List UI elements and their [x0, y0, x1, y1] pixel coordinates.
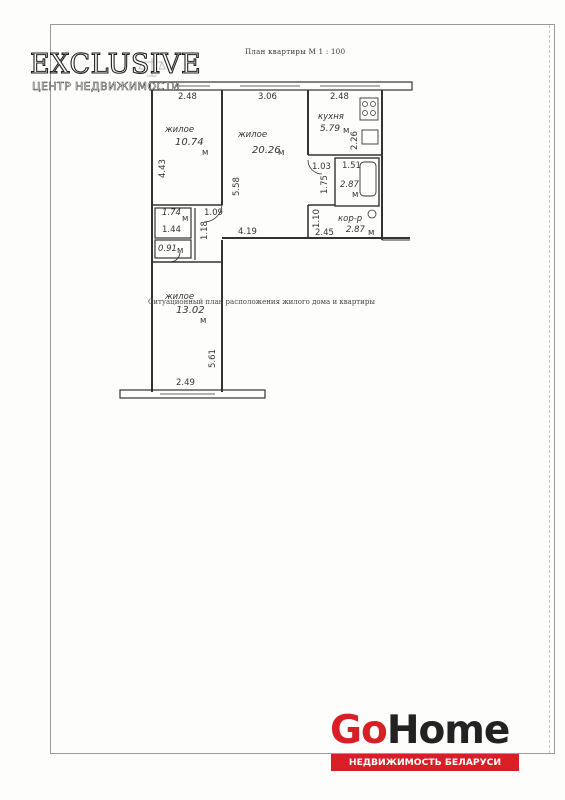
room-unit-living-bottom: м: [200, 316, 207, 326]
room-name-living-left: жилое: [165, 125, 195, 135]
gohome-subtitle: НЕДВИЖИМОСТЬ БЕЛАРУСИ: [331, 754, 519, 771]
wall-bottom-exterior: [119, 389, 266, 399]
situation-plan-caption: Ситуационный план расположения жилого до…: [148, 298, 375, 306]
room-area-corridor: 2.87: [346, 225, 365, 235]
room-unit-small-2: м: [177, 246, 184, 256]
room-unit-small-1: м: [182, 214, 189, 224]
room-area-kitchen: 5.79: [320, 124, 341, 134]
dim-5-61: 5.61: [208, 349, 218, 368]
dim-2-48-right: 2.48: [330, 92, 349, 102]
room-area-small-1: 1.74: [162, 208, 181, 218]
brand-tagline: ЦЕНТР НЕДВИЖИМОСТИ: [32, 80, 181, 94]
room-unit-kitchen: м: [343, 126, 350, 136]
room-area-small-2: 0.91: [158, 244, 177, 254]
dim-1-75: 1.75: [320, 175, 330, 194]
bathtub: [359, 161, 377, 197]
gohome-home: Home: [386, 708, 511, 753]
bath-room: [334, 157, 380, 207]
dim-1-44: 1.44: [162, 225, 181, 235]
dim-1-03: 1.03: [312, 162, 331, 172]
scales-icon: [138, 58, 166, 77]
room-name-corridor: кор-р: [338, 214, 363, 224]
dim-4-43: 4.43: [158, 159, 168, 178]
burner-3: [362, 110, 368, 116]
dim-3-06: 3.06: [258, 92, 277, 102]
burner-1: [362, 101, 368, 107]
dim-2-49: 2.49: [176, 378, 195, 388]
door-swing-2: [307, 159, 323, 175]
dim-2-26: 2.26: [350, 131, 360, 150]
gohome-wordmark: GoHome: [330, 708, 511, 754]
dim-2-48-left: 2.48: [178, 92, 197, 102]
document-frame: [50, 24, 555, 754]
burner-2: [370, 101, 376, 107]
room-unit-living-main: м: [278, 148, 285, 158]
dim-1-10: 1.10: [312, 209, 322, 228]
room-area-living-main: 20.26: [252, 145, 281, 156]
dim-2-45: 2.45: [315, 228, 334, 238]
toilet: [367, 209, 377, 219]
gohome-go: Go: [330, 708, 388, 753]
storage-2: [154, 239, 192, 259]
room-unit-bath: м: [352, 190, 359, 200]
door-swing-3: [169, 251, 181, 263]
burner-4: [370, 110, 376, 116]
dim-1-09: 1.09: [204, 208, 223, 218]
gohome-logo: GoHome НЕДВИЖИМОСТЬ БЕЛАРУСИ: [330, 708, 520, 774]
sink: [361, 129, 379, 145]
storage-1: [154, 207, 192, 239]
plan-title: План квартиры М 1 : 100: [245, 48, 346, 56]
wall-top-exterior: [149, 81, 413, 91]
room-area-bath: 2.87: [340, 180, 359, 190]
room-name-living-bottom: жилое: [165, 292, 195, 302]
stove: [359, 97, 379, 121]
room-name-living-main: жилое: [238, 130, 268, 140]
room-unit-corridor: м: [368, 228, 375, 238]
dim-1-51: 1.51: [342, 161, 361, 171]
brand-name: EXCLUSIVE: [29, 49, 202, 80]
exclusive-logo: EXCLUSIVE ЦЕНТР НЕДВИЖИМОСТИ: [29, 49, 210, 98]
room-area-living-left: 10.74: [175, 137, 204, 148]
room-area-living-bottom: 13.02: [176, 305, 205, 316]
dim-4-19: 4.19: [238, 227, 257, 237]
dim-5-58: 5.58: [232, 177, 242, 196]
dim-1-18: 1.18: [200, 221, 210, 240]
room-name-kitchen: кухня: [318, 112, 344, 122]
room-unit-living-left: м: [202, 148, 209, 158]
door-swing-1: [203, 204, 223, 223]
